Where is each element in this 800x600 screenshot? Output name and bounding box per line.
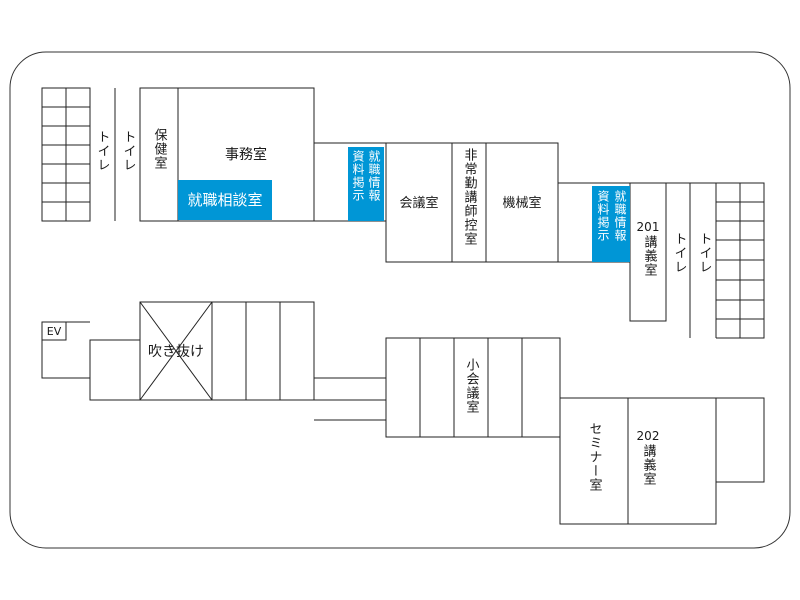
career-consult-bg <box>178 180 272 220</box>
atrium-label: 吹き抜け <box>148 344 204 360</box>
lecture-201-number: 201 <box>637 220 660 234</box>
lecture-202-number: 202 <box>637 429 660 443</box>
toilet-label-3: トイレ <box>672 232 687 274</box>
meeting-room-label: 会議室 <box>399 195 438 211</box>
career-board-1-label-b: 資料掲示 <box>351 150 365 202</box>
toilet-label-1: トイレ <box>95 130 110 172</box>
stairs-top-right <box>716 183 764 338</box>
career-board-2-bg <box>592 186 630 262</box>
map-frame <box>9 51 791 549</box>
atrium <box>139 301 315 401</box>
lecturer-room-label: 非常勤講師控室 <box>462 148 478 246</box>
machine-room-label: 機械室 <box>502 195 541 211</box>
machine-room <box>485 142 559 263</box>
ev-box <box>41 321 67 341</box>
career-board-1-bg <box>348 147 384 221</box>
lecture-202-name: 講義室 <box>641 443 657 486</box>
office-label: 事務室 <box>225 146 267 163</box>
office-room <box>177 87 315 222</box>
bottom-right-annex <box>715 397 765 483</box>
career-board-2-label-a: 就職情報 <box>613 190 627 242</box>
small-meeting-block <box>385 337 561 438</box>
career-board-2-label-b: 資料掲示 <box>596 190 610 242</box>
career-board-1-label-a: 就職情報 <box>367 150 381 202</box>
health-room-label: 保健室 <box>152 128 168 170</box>
lecture-201-name: 講義室 <box>642 234 658 277</box>
small-meeting-label: 小会議室 <box>464 358 480 414</box>
ev-label: EV <box>47 325 62 338</box>
toilet-label-4: トイレ <box>697 232 712 274</box>
career-consult-label: 就職相談室 <box>187 191 262 209</box>
toilet-label-2: トイレ <box>121 130 136 172</box>
seminar-label: セミナー室 <box>587 422 603 492</box>
